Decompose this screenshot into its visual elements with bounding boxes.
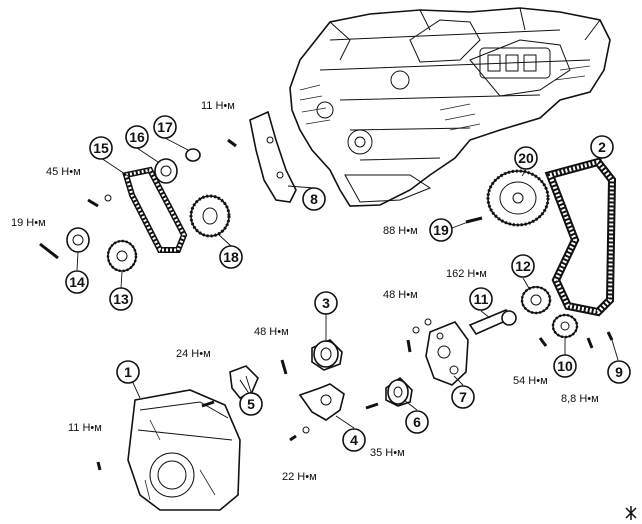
torque-label-11-top: 11 Н•м bbox=[201, 100, 235, 112]
callout-2: 2 bbox=[590, 135, 614, 159]
torque-label-162: 162 Н•м bbox=[446, 268, 487, 280]
callout-4: 4 bbox=[342, 428, 366, 452]
rear-cover-bracket bbox=[249, 110, 297, 203]
timing-belt bbox=[544, 157, 617, 317]
svg-text:7: 7 bbox=[459, 389, 467, 405]
callout-18: 18 bbox=[219, 245, 243, 269]
torque-label-22: 22 Н•м bbox=[282, 471, 317, 483]
corner-mark-icon bbox=[625, 506, 637, 520]
crankshaft-bolt bbox=[468, 309, 517, 336]
svg-text:8: 8 bbox=[310, 191, 318, 207]
callout-5: 5 bbox=[239, 392, 263, 416]
callout-17: 17 bbox=[153, 115, 177, 139]
idler-pulley bbox=[385, 376, 413, 407]
balancer-shaft-sprocket bbox=[189, 194, 231, 238]
bolts bbox=[39, 138, 614, 471]
torque-label-8-8: 8,8 Н•м bbox=[561, 393, 599, 405]
callout-20: 20 bbox=[514, 146, 538, 170]
callout-1: 1 bbox=[116, 360, 140, 384]
torque-label-88: 88 Н•м bbox=[383, 225, 418, 237]
balancer-spacer bbox=[185, 148, 201, 162]
torque-label-11-bottom: 11 Н•м bbox=[68, 422, 102, 434]
svg-text:6: 6 bbox=[413, 414, 421, 430]
svg-text:10: 10 bbox=[557, 358, 573, 374]
flange-washer bbox=[66, 227, 90, 253]
torque-label-54: 54 Н•м bbox=[513, 375, 548, 387]
svg-text:3: 3 bbox=[322, 295, 330, 311]
torque-label-45: 45 Н•м bbox=[46, 166, 81, 178]
tensioner-arm bbox=[298, 383, 345, 421]
torque-label-24: 24 Н•м bbox=[176, 348, 211, 360]
engine-block bbox=[289, 7, 611, 207]
callout-3: 3 bbox=[314, 291, 338, 315]
svg-text:15: 15 bbox=[93, 140, 109, 156]
svg-text:19: 19 bbox=[433, 222, 449, 238]
tensioner-pulley bbox=[311, 339, 343, 371]
timing-belt-cover-lower bbox=[127, 389, 241, 511]
svg-text:16: 16 bbox=[129, 129, 145, 145]
tensioner-bracket bbox=[425, 321, 469, 386]
callout-12: 12 bbox=[511, 254, 535, 278]
svg-text:17: 17 bbox=[157, 119, 173, 135]
callout-8: 8 bbox=[302, 187, 326, 211]
callout-16: 16 bbox=[125, 125, 149, 149]
svg-text:12: 12 bbox=[515, 258, 531, 274]
crank-balancer-sprocket bbox=[106, 239, 138, 273]
balancer-belt bbox=[122, 166, 188, 253]
callout-7: 7 bbox=[451, 385, 475, 409]
svg-text:18: 18 bbox=[223, 249, 239, 265]
torque-label-48-left: 48 Н•м bbox=[254, 326, 289, 338]
svg-text:13: 13 bbox=[113, 291, 129, 307]
callout-11: 11 bbox=[469, 287, 493, 311]
svg-text:1: 1 bbox=[124, 364, 132, 380]
crankshaft-gear-10 bbox=[551, 313, 579, 339]
torque-label-19: 19 Н•м bbox=[11, 217, 46, 229]
callout-10: 10 bbox=[553, 354, 577, 378]
callout-14: 14 bbox=[65, 270, 89, 294]
callout-19: 19 bbox=[429, 218, 453, 242]
svg-text:5: 5 bbox=[247, 396, 255, 412]
callout-9: 9 bbox=[607, 360, 631, 384]
svg-text:11: 11 bbox=[474, 291, 489, 307]
callout-13: 13 bbox=[109, 287, 133, 311]
torque-label-48-right: 48 Н•м bbox=[383, 289, 418, 301]
torque-label-35: 35 Н•м bbox=[370, 447, 405, 459]
camshaft-sprocket bbox=[486, 169, 550, 227]
leader-lines bbox=[76, 137, 619, 429]
svg-text:14: 14 bbox=[69, 274, 85, 290]
svg-text:20: 20 bbox=[518, 150, 534, 166]
crankshaft-sprocket bbox=[520, 285, 552, 315]
svg-text:4: 4 bbox=[350, 432, 358, 448]
callout-6: 6 bbox=[405, 410, 429, 434]
balancer-tensioner bbox=[154, 158, 178, 184]
svg-text:2: 2 bbox=[598, 139, 606, 155]
callout-15: 15 bbox=[89, 136, 113, 160]
svg-text:9: 9 bbox=[615, 364, 623, 380]
